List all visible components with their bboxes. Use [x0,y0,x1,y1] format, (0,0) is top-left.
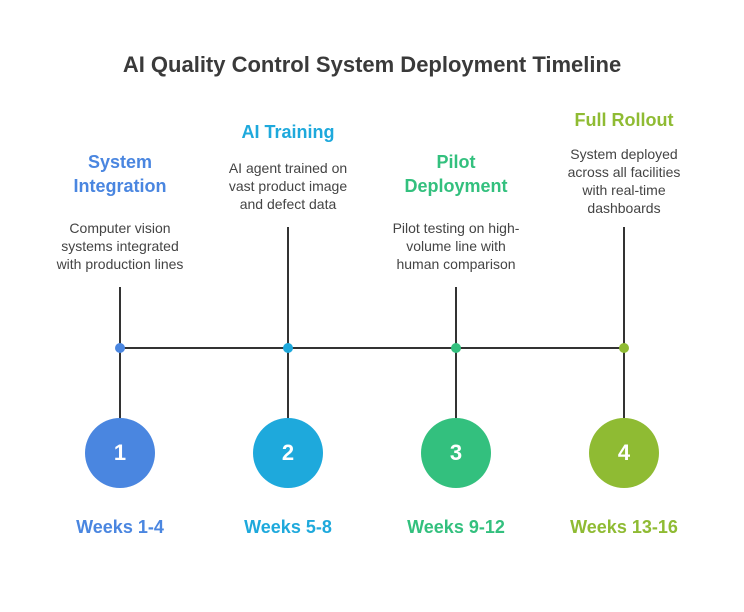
phase-4-timeline-dot [619,343,629,353]
phase-2-number-badge: 2 [253,418,323,488]
phase-4-number-badge: 4 [589,418,659,488]
phase-3-timeline-dot [451,343,461,353]
phase-1-upper-connector [119,287,121,348]
phase-3-upper-connector [455,287,457,348]
phase-1-desc-line-2: systems integrated [61,238,179,254]
phase-4-desc-line-3: with real-time [582,182,666,198]
phase-4-title: Full Rollout [524,108,724,132]
phase-1-desc-line-3: with production lines [56,256,184,272]
phase-3-desc-line-3: human comparison [396,256,516,272]
phase-2-lower-connector [287,348,289,418]
phase-1-description: Computer vision systems integrated with … [20,219,220,273]
phase-1-lower-connector [119,348,121,418]
phase-2-timeline-dot [283,343,293,353]
phase-3-description: Pilot testing on high- volume line with … [356,219,556,273]
phase-4-weeks: Weeks 13-16 [570,517,678,537]
phase-1-title-line-2: Integration [73,176,167,196]
phase-1-title-line-1: System [87,152,153,172]
phase-1-title: System Integration [20,150,220,198]
phase-4-desc-line-2: across all facilities [567,164,681,180]
phase-2-weeks: Weeks 5-8 [244,517,332,537]
phase-3-title-line-1: Pilot [436,152,476,172]
timeline-axis [120,347,624,349]
phase-3-desc-line-1: Pilot testing on high- [392,220,520,236]
phase-2-title-line-1: AI Training [241,122,335,142]
phase-3-lower-connector [455,348,457,418]
phase-3-title: Pilot Deployment [356,150,556,198]
phase-4-desc-line-1: System deployed [570,146,678,162]
phase-3-title-line-2: Deployment [404,176,508,196]
phase-2-title: AI Training [188,120,388,144]
phase-1-number-badge: 1 [85,418,155,488]
phase-2-desc-line-3: and defect data [239,196,337,212]
phase-4-desc-line-4: dashboards [587,200,661,216]
phase-3-desc-line-2: volume line with [406,238,506,254]
phase-1-desc-line-1: Computer vision [69,220,171,236]
phase-3-weeks: Weeks 9-12 [407,517,505,537]
phase-4-title-line-1: Full Rollout [574,110,674,130]
phase-3-number-badge: 3 [421,418,491,488]
phase-4-upper-connector [623,227,625,348]
phase-2-desc-line-2: vast product image [228,178,348,194]
phase-2-upper-connector [287,227,289,348]
phase-4-description: System deployed across all facilities wi… [524,145,724,217]
diagram-title: AI Quality Control System Deployment Tim… [122,52,622,77]
phase-4-lower-connector [623,348,625,418]
phase-2-description: AI agent trained on vast product image a… [188,159,388,213]
phase-2-desc-line-1: AI agent trained on [228,160,348,176]
phase-1-timeline-dot [115,343,125,353]
phase-1-weeks: Weeks 1-4 [76,517,164,537]
